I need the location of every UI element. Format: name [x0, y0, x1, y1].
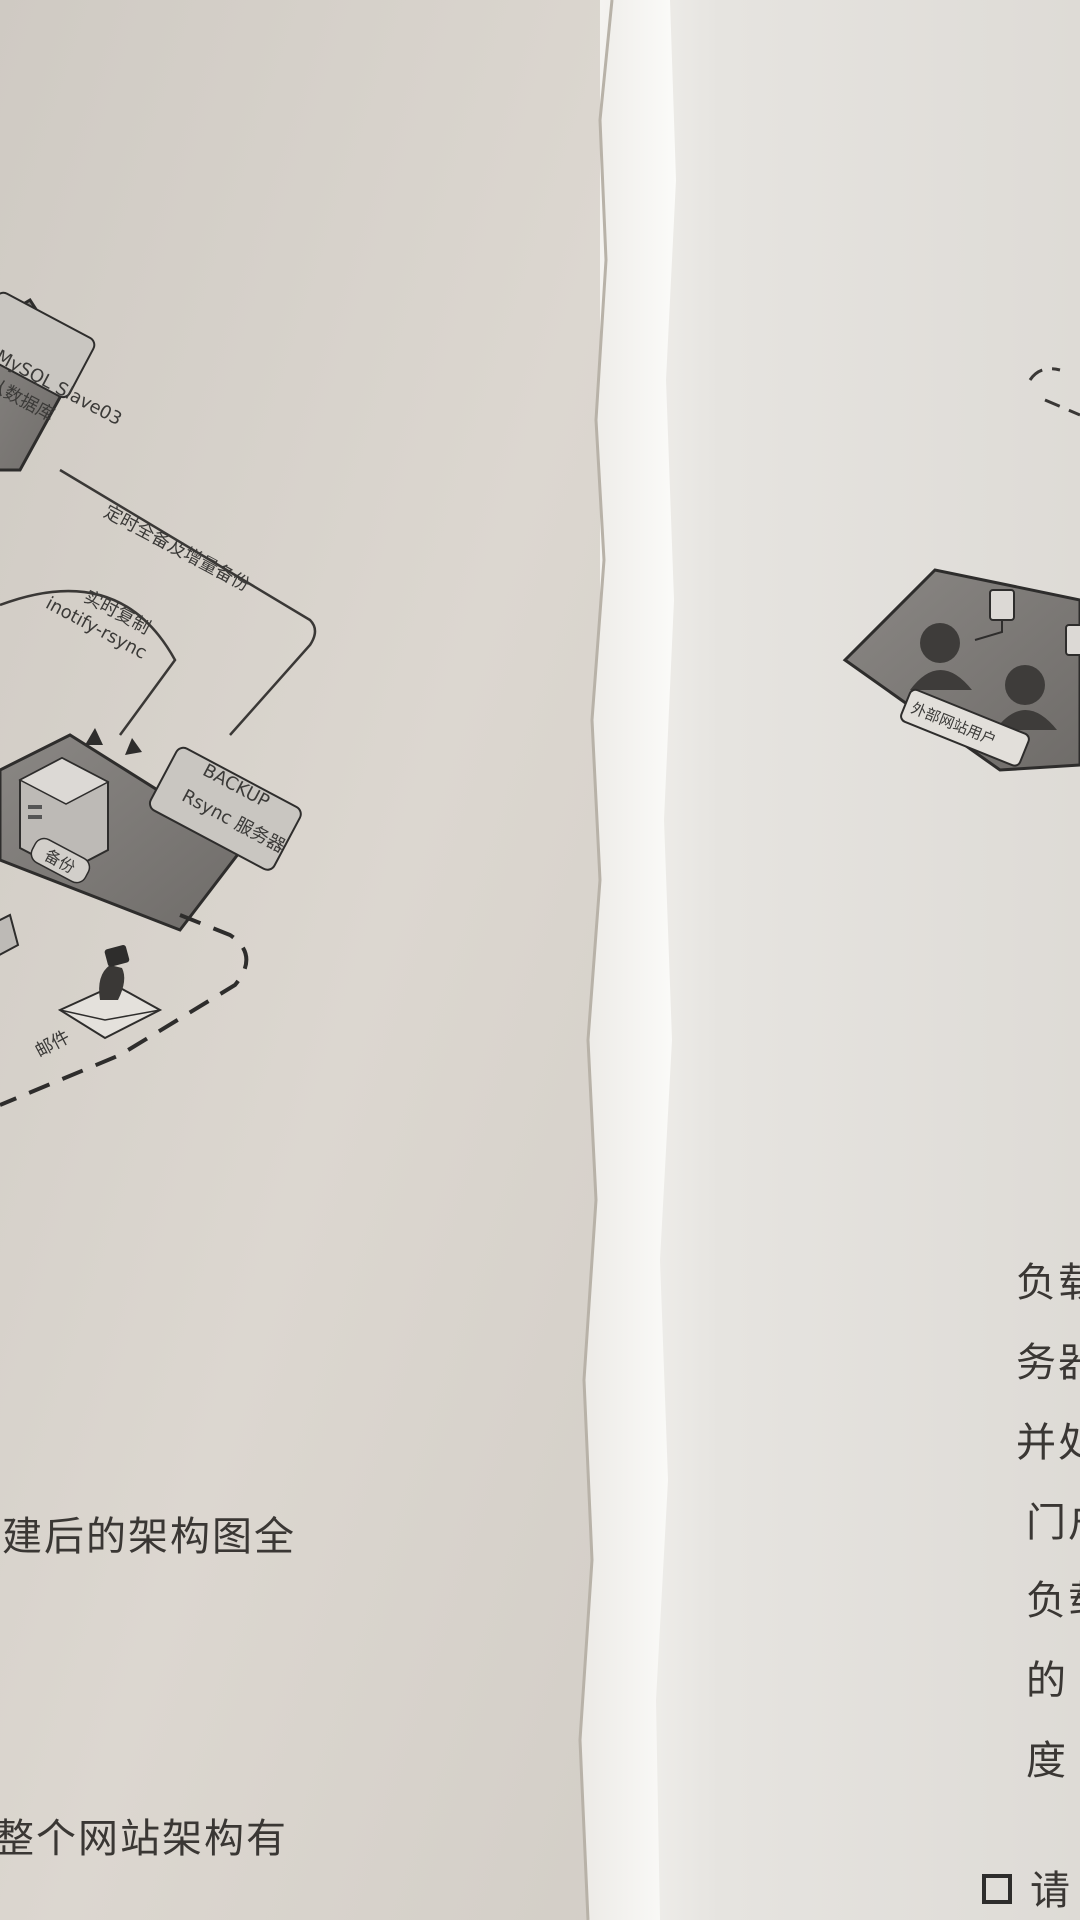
user-icon — [910, 623, 972, 690]
left-page — [0, 0, 620, 1920]
right-page — [600, 0, 1080, 1920]
user-icon — [995, 665, 1057, 730]
mail-envelope-icon — [57, 944, 163, 1040]
right-body-line: 并处 — [1016, 1420, 1080, 1466]
server-caption-box — [30, 837, 91, 884]
right-body-line: 门户 — [1026, 1500, 1080, 1546]
mysql-label-box — [0, 291, 96, 399]
right-body-line: 务器 — [1016, 1340, 1080, 1386]
right-body-line: 度 — [1026, 1738, 1068, 1784]
bullet-box-icon — [982, 1874, 1012, 1904]
mail-dashed-line — [0, 913, 249, 1107]
left-body-line: 建后的架构图全 — [2, 1514, 296, 1560]
monitor-icon — [974, 589, 1015, 641]
right-body-line: 负载 — [1016, 1260, 1080, 1306]
realtime-copy-arrow — [0, 589, 177, 736]
users-label-box — [900, 688, 1030, 767]
left-body-line: 整个网站架构有 — [0, 1816, 288, 1862]
right-body-line: 负载 — [1026, 1578, 1080, 1624]
torn-gutter — [580, 0, 676, 1920]
dashed-cloud-fragment — [1028, 367, 1080, 417]
backup-label-box — [148, 746, 302, 871]
full-backup-arrow — [59, 468, 317, 736]
monitor-icon — [1065, 624, 1080, 656]
right-bullet-line: 请 — [1030, 1868, 1072, 1914]
right-body-line: 的 — [1026, 1658, 1068, 1704]
